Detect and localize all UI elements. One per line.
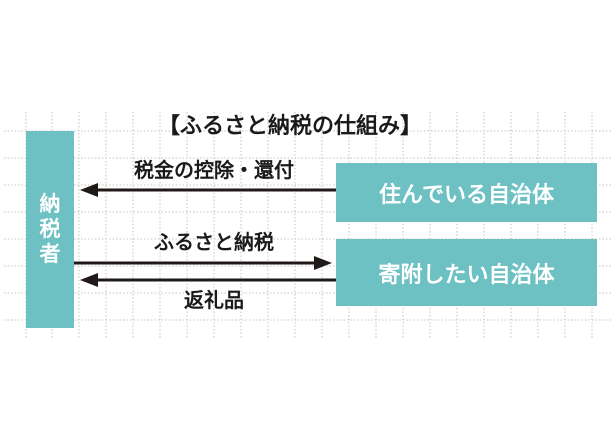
furusato-nozei-arrow-icon — [74, 256, 332, 270]
tax-refund-arrow-icon — [80, 183, 336, 197]
tax-refund-label: 税金の控除・還付 — [134, 158, 294, 182]
furusato-nozei-label: ふるさと納税 — [154, 230, 274, 254]
taxpayer-char: 者 — [39, 242, 61, 266]
donation-municipality-box: 寄附したい自治体 — [336, 239, 597, 306]
background-grid — [4, 112, 612, 338]
title-open-bracket: 【 — [157, 114, 180, 139]
taxpayer-box: 納 税 者 — [26, 131, 74, 328]
title-text: ふるさと納税の仕組み — [179, 114, 400, 139]
taxpayer-char: 税 — [39, 217, 61, 241]
home-municipality-box: 住んでいる自治体 — [336, 163, 597, 222]
donation-municipality-label: 寄附したい自治体 — [378, 262, 555, 288]
return-gift-label: 返礼品 — [184, 288, 244, 312]
return-gift-arrow-icon — [80, 273, 336, 287]
diagram-title: 【ふるさと納税の仕組み】 — [130, 110, 450, 144]
home-municipality-label: 住んでいる自治体 — [379, 182, 554, 208]
taxpayer-char: 納 — [39, 192, 61, 216]
title-close-bracket: 】 — [400, 114, 423, 139]
